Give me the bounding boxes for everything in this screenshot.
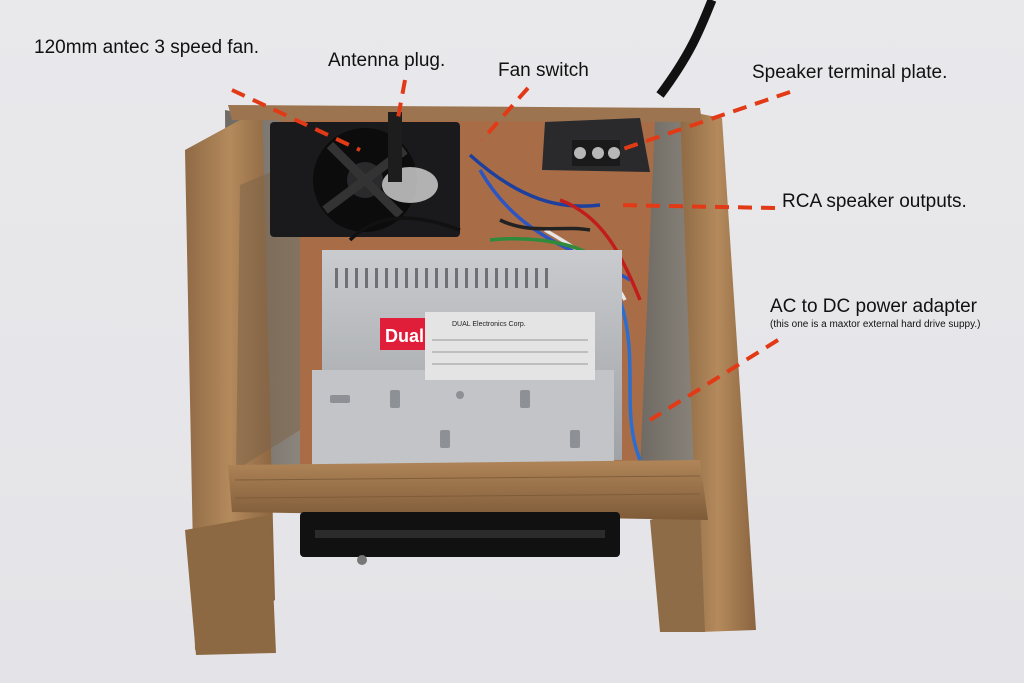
maker-text: DUAL Electronics Corp. (452, 321, 526, 328)
fan-switch-label: Fan switch (498, 60, 589, 81)
speaker-plate-pointer (619, 90, 791, 152)
front-crossbar (228, 460, 708, 520)
antenna-pointer (396, 79, 407, 119)
adapter-pointer (648, 338, 780, 422)
adapter-label: AC to DC power adapter (770, 296, 977, 317)
fan-label: 120mm antec 3 speed fan. (34, 37, 259, 58)
car-stereo: Dual DUAL Electronics Corp. (312, 250, 622, 465)
fan-switch-pointer (480, 86, 530, 142)
power-cable (656, 0, 717, 98)
antenna-plug (388, 112, 402, 182)
rca-pointer (614, 203, 776, 210)
speaker-plate-label: Speaker terminal plate. (752, 62, 948, 83)
left-post-foot (185, 515, 276, 655)
speaker-terminal-plate (542, 118, 650, 172)
right-post-foot (650, 505, 705, 632)
adapter-note: (this one is a maxtor external hard driv… (770, 319, 981, 330)
antenna-label: Antenna plug. (328, 50, 446, 71)
dual-logo-text: Dual (385, 326, 424, 346)
annotation-lines (231, 79, 791, 422)
dual-logo (380, 318, 425, 350)
stereo-faceplate (300, 512, 620, 565)
top-rail (228, 105, 702, 122)
fan-pointer (231, 88, 361, 152)
rca-label: RCA speaker outputs. (782, 191, 967, 212)
left-side-grain (236, 160, 300, 470)
